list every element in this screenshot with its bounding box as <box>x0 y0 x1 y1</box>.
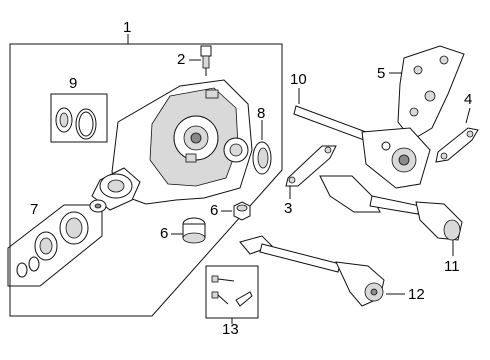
drive-shaft-part-10 <box>293 105 431 189</box>
callout-9: 9 <box>69 75 78 92</box>
breather-vent-part <box>200 45 212 76</box>
group-frame-9 <box>50 93 108 143</box>
callout-7: 7 <box>30 201 39 218</box>
callout-5: 5 <box>377 65 386 82</box>
callout-8: 8 <box>257 105 266 122</box>
callout-10: 10 <box>290 71 307 88</box>
callout-6a: 6 <box>210 202 219 219</box>
differential-housing-part <box>89 79 253 213</box>
half-shaft-part-12 <box>239 235 385 307</box>
seal-kit-part-9 <box>55 107 97 140</box>
plug-part-6b <box>182 217 206 244</box>
bolt-kit-part-13 <box>211 275 253 307</box>
leader-4 <box>465 107 471 124</box>
bearing-kit-part-7 <box>16 211 89 278</box>
bracket-part-5 <box>397 45 465 141</box>
callout-12: 12 <box>408 286 425 303</box>
callout-3: 3 <box>284 200 293 217</box>
callout-11: 11 <box>444 258 460 275</box>
callout-2: 2 <box>177 51 186 68</box>
seal-part-8 <box>252 141 272 175</box>
callout-1: 1 <box>123 19 132 36</box>
group-frame-7 <box>7 204 103 287</box>
plug-part-6a <box>233 201 251 221</box>
half-shaft-part-11 <box>319 175 463 241</box>
mount-bracket-part-4 <box>435 127 479 163</box>
callout-13: 13 <box>222 321 239 338</box>
group-frame-1 <box>9 43 283 317</box>
callout-4: 4 <box>464 91 473 108</box>
callout-6b: 6 <box>160 225 169 242</box>
mount-bracket-part-3 <box>285 145 337 187</box>
